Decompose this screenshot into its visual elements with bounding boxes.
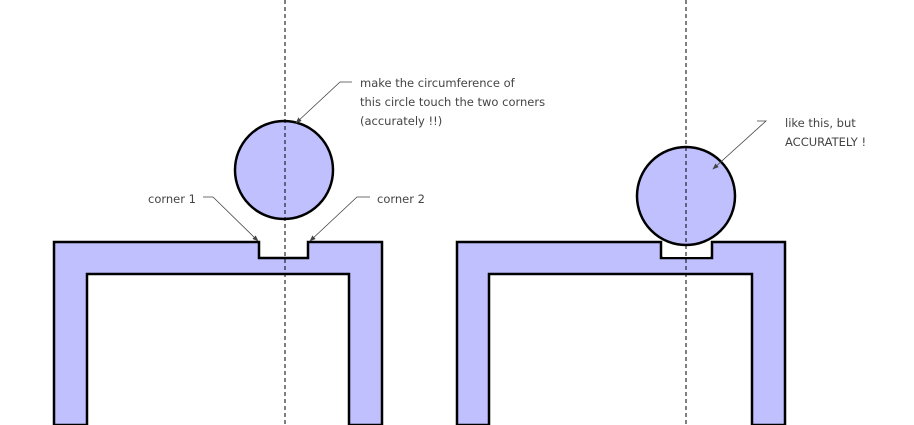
- corner1-label: corner 1: [148, 192, 196, 206]
- left-annotation-line-3: (accurately !!): [360, 114, 442, 128]
- right-figure: like this, but ACCURATELY !: [455, 0, 866, 425]
- right-annotation-leader: [712, 120, 768, 170]
- corner2-leader: [309, 196, 370, 242]
- left-annotation-line-2: this circle touch the two corners: [360, 95, 545, 109]
- left-circle: [233, 119, 335, 221]
- right-notch-gap: [663, 243, 710, 257]
- right-annotation-line-2: ACCURATELY !: [785, 135, 866, 149]
- left-annotation-leader: [295, 81, 352, 124]
- left-annotation-line-1: make the circumference of: [360, 76, 516, 90]
- left-channel-shape: [52, 240, 384, 425]
- right-channel-shape: [455, 240, 787, 425]
- corner2-label: corner 2: [377, 192, 425, 206]
- corner1-leader: [203, 196, 259, 242]
- left-figure: make the circumference of this circle to…: [52, 0, 545, 425]
- right-annotation-line-1: like this, but: [785, 116, 856, 130]
